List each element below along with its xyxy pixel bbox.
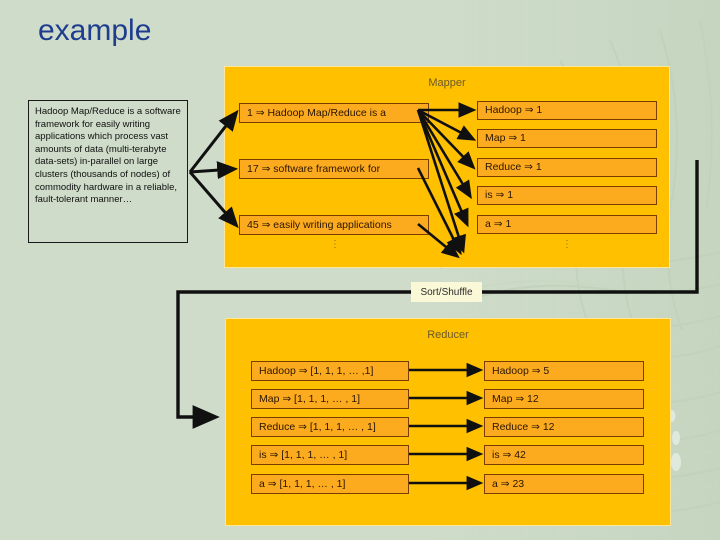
mapper-output-box-4[interactable]: is ⇒ 1 xyxy=(477,186,657,205)
mapper-input-box-2[interactable]: 17 ⇒ software framework for xyxy=(239,159,429,179)
reducer-panel: Reducer Hadoop ⇒ [1, 1, 1, … ,1] Map ⇒ [… xyxy=(225,318,671,526)
reducer-output-box-5[interactable]: a ⇒ 23 xyxy=(484,474,644,494)
mapper-title: Mapper xyxy=(428,77,466,89)
reducer-input-box-5[interactable]: a ⇒ [1, 1, 1, … , 1] xyxy=(251,474,409,494)
mapper-output-box-3[interactable]: Reduce ⇒ 1 xyxy=(477,158,657,177)
reducer-output-box-2[interactable]: Map ⇒ 12 xyxy=(484,389,644,409)
reducer-output-box-4[interactable]: is ⇒ 42 xyxy=(484,445,644,465)
reducer-title: Reducer xyxy=(427,329,469,341)
mapper-output-ellipsis: ⋮ xyxy=(562,239,572,250)
description-text-box: Hadoop Map/Reduce is a software framewor… xyxy=(28,100,188,243)
reducer-output-box-3[interactable]: Reduce ⇒ 12 xyxy=(484,417,644,437)
mapper-input-box-3[interactable]: 45 ⇒ easily writing applications xyxy=(239,215,429,235)
mapper-input-box-1[interactable]: 1 ⇒ Hadoop Map/Reduce is a xyxy=(239,103,429,123)
mapper-output-box-1[interactable]: Hadoop ⇒ 1 xyxy=(477,101,657,120)
mapper-input-ellipsis: ⋮ xyxy=(330,239,340,250)
mapper-output-box-5[interactable]: a ⇒ 1 xyxy=(477,215,657,234)
reducer-output-box-1[interactable]: Hadoop ⇒ 5 xyxy=(484,361,644,381)
mapper-panel: Mapper 1 ⇒ Hadoop Map/Reduce is a 17 ⇒ s… xyxy=(224,66,670,268)
reducer-input-box-3[interactable]: Reduce ⇒ [1, 1, 1, … , 1] xyxy=(251,417,409,437)
page-title: example xyxy=(38,14,152,47)
mapper-output-box-2[interactable]: Map ⇒ 1 xyxy=(477,129,657,148)
reducer-input-box-1[interactable]: Hadoop ⇒ [1, 1, 1, … ,1] xyxy=(251,361,409,381)
sort-shuffle-label: Sort/Shuffle xyxy=(411,282,482,302)
reducer-input-box-2[interactable]: Map ⇒ [1, 1, 1, … , 1] xyxy=(251,389,409,409)
reducer-input-box-4[interactable]: is ⇒ [1, 1, 1, … , 1] xyxy=(251,445,409,465)
